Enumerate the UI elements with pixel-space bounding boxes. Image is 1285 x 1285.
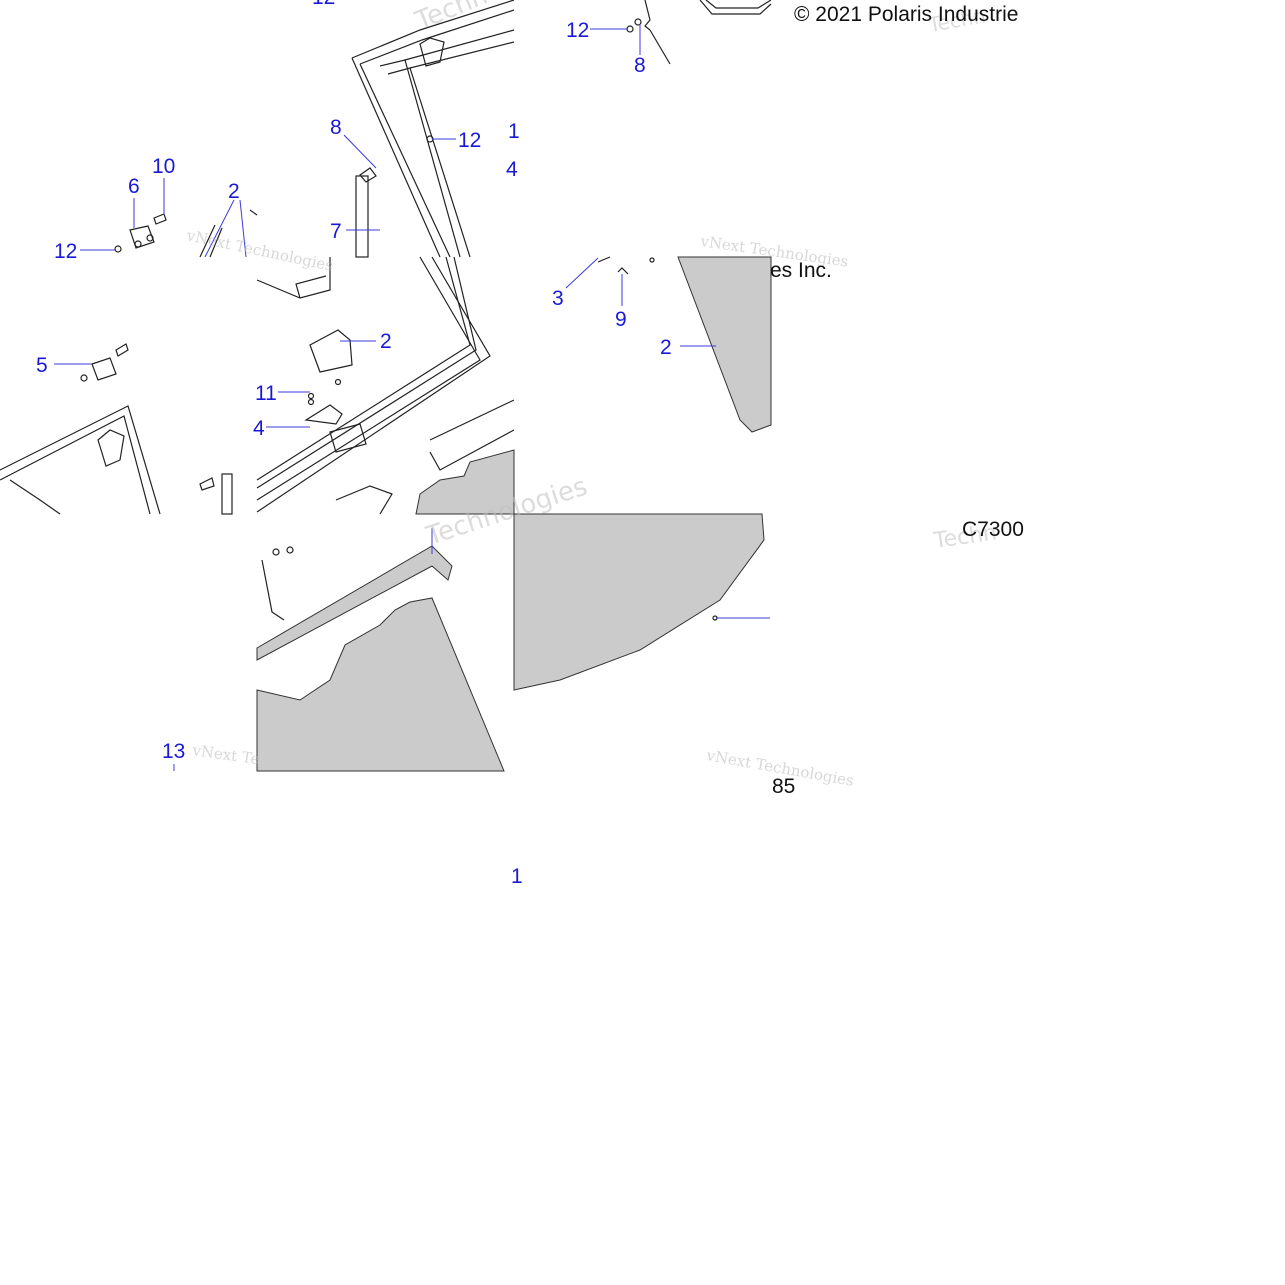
- callout-13: 13: [162, 740, 185, 763]
- glass-panel-side: [597, 256, 772, 433]
- callout-12: 12: [458, 129, 481, 152]
- callout-8: 8: [330, 116, 342, 139]
- callout-2: 2: [660, 336, 672, 359]
- callout-12: 12: [566, 19, 589, 42]
- gas-strut-top: [626, 0, 772, 65]
- callout-11: 11: [255, 382, 277, 405]
- callout-1: 1: [511, 865, 523, 888]
- hinge-assembly-left: [114, 209, 258, 258]
- callouts: 12 12 8 8 12 10 6 2 12 7 1 4 3 9 2 2 5 1…: [36, 0, 672, 888]
- callout-12: 12: [54, 240, 77, 263]
- document-text: © 2021 Polaris Industrie es Inc. C7300 8…: [770, 3, 1024, 798]
- copyright-suffix: es Inc.: [770, 259, 832, 282]
- windshield-frame-lower: [256, 256, 515, 515]
- callout-4: 4: [506, 158, 518, 181]
- watermark-text: vNext Technologies: [184, 226, 334, 275]
- callout-2: 2: [228, 180, 240, 203]
- callout-2: 2: [380, 330, 392, 353]
- callout-4: 4: [253, 417, 265, 440]
- callout-12: 12: [312, 0, 335, 9]
- callout-9: 9: [615, 308, 627, 331]
- callout-8: 8: [634, 54, 646, 77]
- callout-7: 7: [330, 220, 342, 243]
- callout-1: 1: [508, 120, 520, 143]
- glass-panel-rear: [513, 513, 765, 691]
- windshield-frame-upper: [351, 0, 515, 258]
- callout-3: 3: [552, 287, 564, 310]
- callout-10: 10: [152, 155, 175, 178]
- hinge-assembly-lower: [0, 343, 233, 515]
- watermark-text: Techn: [410, 0, 491, 37]
- strut-and-lower-glass: [256, 545, 505, 772]
- copyright-text: © 2021 Polaris Industrie: [794, 3, 1018, 26]
- leader-lines: [54, 24, 770, 771]
- callout-6: 6: [128, 175, 140, 198]
- watermarks: vNext Technologies vNext Technologies vN…: [184, 0, 998, 790]
- watermark-text: vNext Te: [190, 741, 260, 768]
- callout-5: 5: [36, 354, 48, 377]
- diagram-code: C7300: [962, 518, 1024, 541]
- page-fragment: 85: [772, 775, 795, 798]
